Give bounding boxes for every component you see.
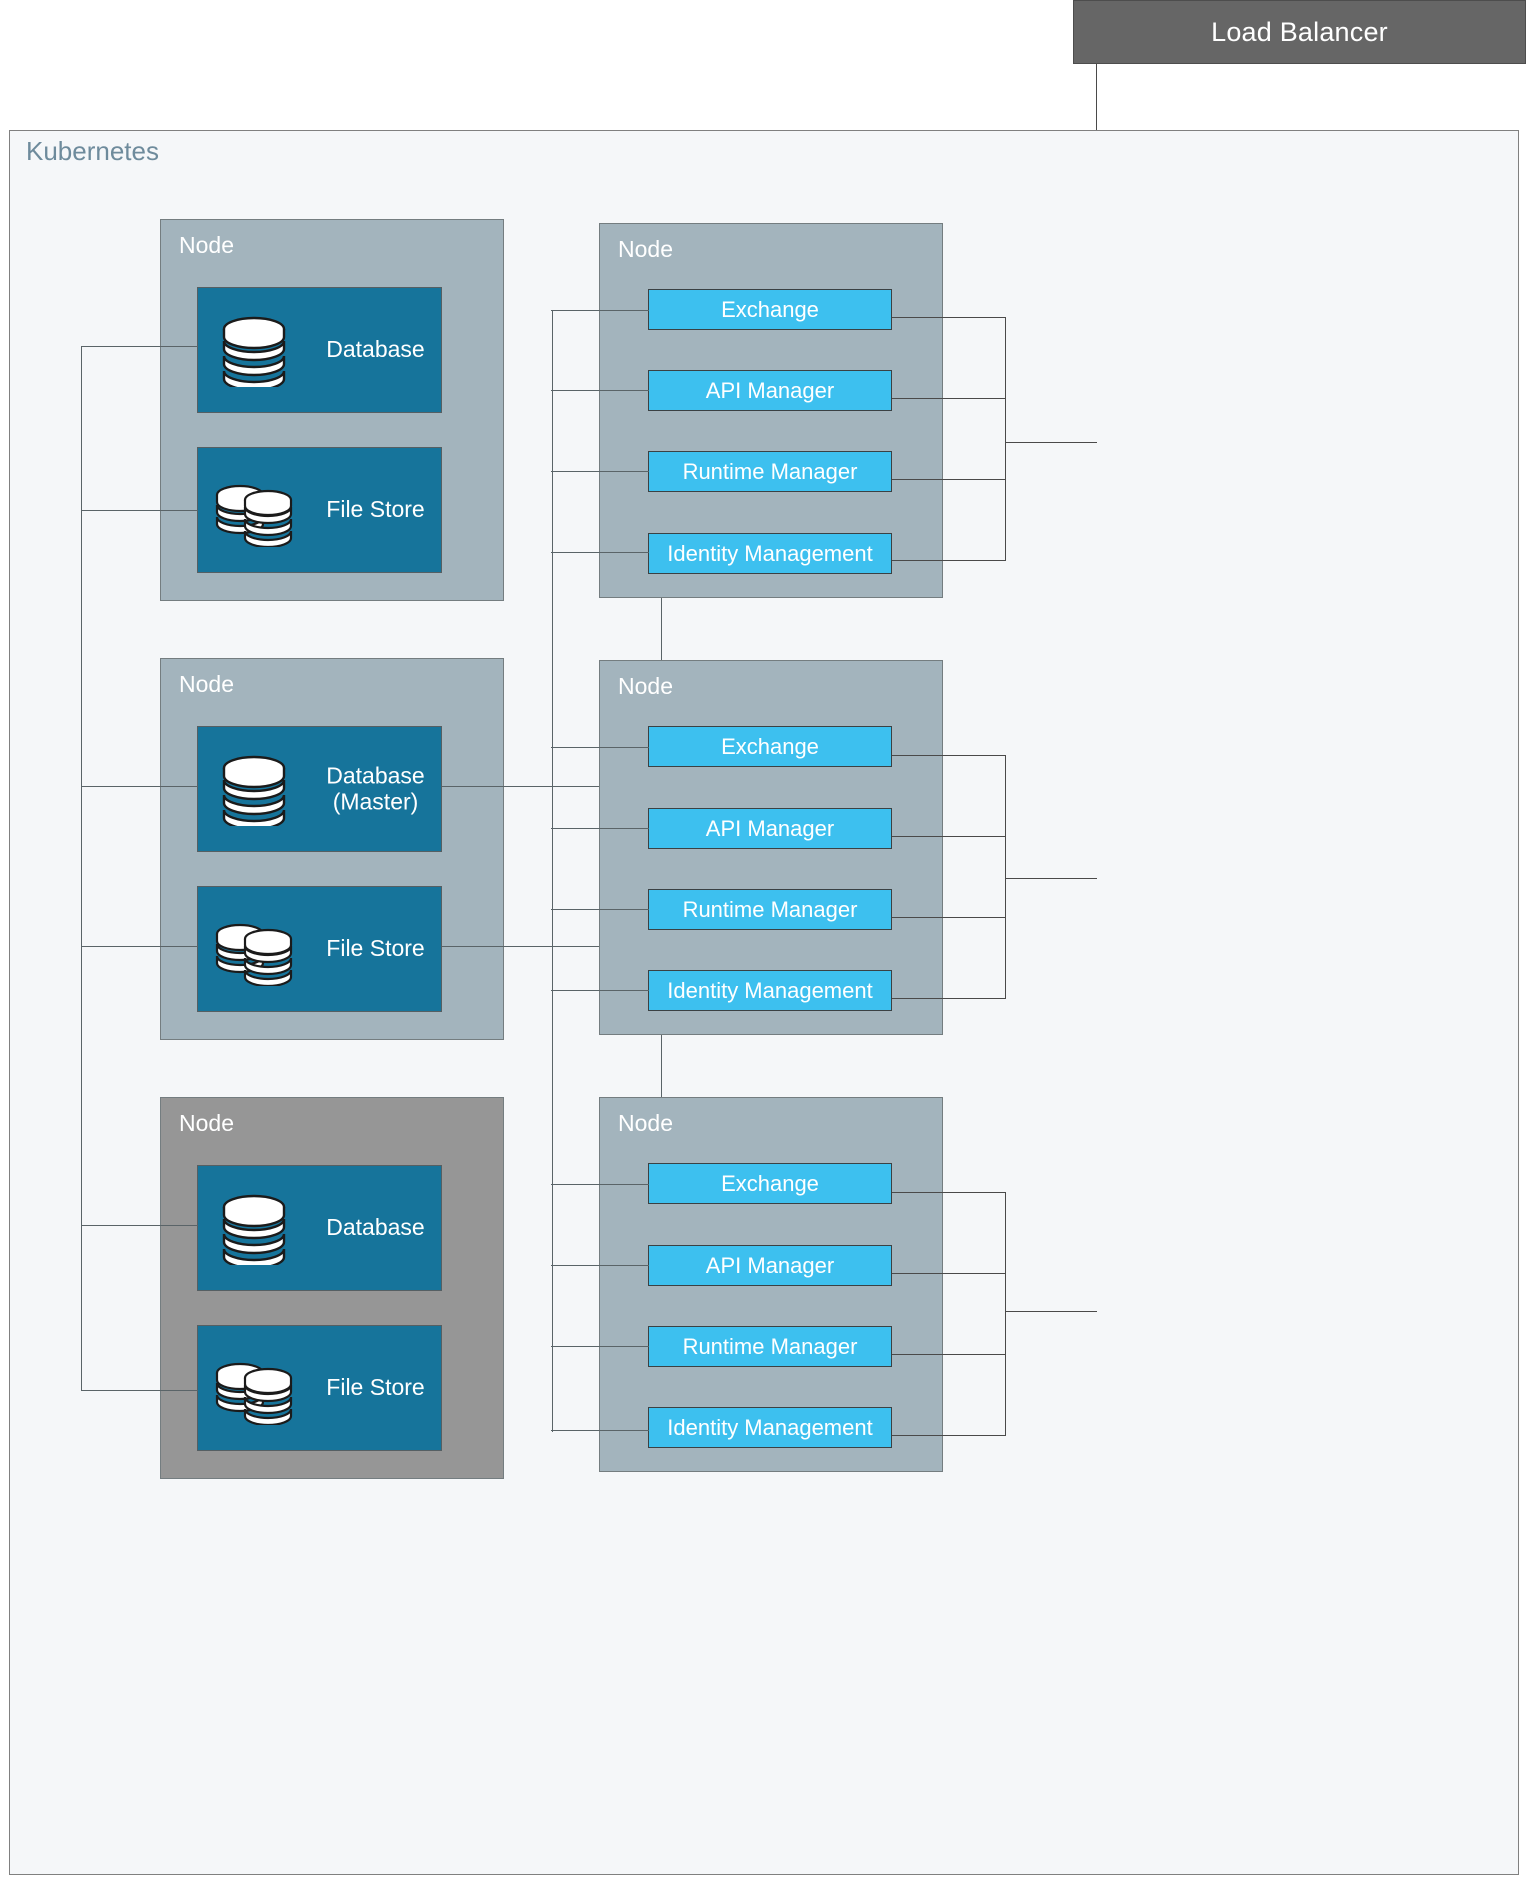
load-balancer-label: Load Balancer [1211,16,1388,47]
file-store-stack-icon [214,1348,294,1428]
service-label: API Manager [705,377,835,403]
data-node-3-label: Node [179,1110,234,1136]
service-label: Runtime Manager [682,1333,858,1359]
data-node-1-database-label: Database [326,336,425,363]
service-label: Runtime Manager [682,896,858,922]
connector-left-service-bus [552,310,553,1432]
connector-node3-db [81,1225,198,1226]
database-cylinder-icon [214,1188,294,1268]
data-node-2-database-box[interactable]: Database (Master) [197,726,442,852]
service-node-2-exchange[interactable]: Exchange [648,726,892,767]
service-node-2-identity-management[interactable]: Identity Management [648,970,892,1011]
connector-node2-fs-left [81,946,198,947]
connector-s1-to-lb [1005,442,1097,443]
connector-bus-to-s3-runtime [551,1346,649,1347]
data-node-2-label: Node [179,671,234,697]
service-label: Identity Management [667,977,873,1003]
connector-bus-to-s3-exchange [551,1184,649,1185]
service-label: Identity Management [667,540,873,566]
data-node-2-filestore-box[interactable]: File Store [197,886,442,1012]
connector-s1-identity-out [892,560,1006,561]
connector-node1-fs [81,510,198,511]
data-node-3-filestore-box[interactable]: File Store [197,1325,442,1451]
connector-bus-to-s2-runtime [551,909,649,910]
connector-s3-to-lb [1005,1311,1097,1312]
service-node-3-label: Node [618,1110,673,1136]
kubernetes-cluster-label: Kubernetes [26,136,159,166]
service-label: API Manager [705,1252,835,1278]
connector-node1-db [81,346,198,347]
connector-node2-db-left [81,786,198,787]
connector-s1-api-out [892,398,1006,399]
connector-bus-to-s3-identity [551,1430,649,1431]
data-node-1-filestore-label: File Store [326,496,425,523]
service-node-1-exchange[interactable]: Exchange [648,289,892,330]
service-node-1-identity-management[interactable]: Identity Management [648,533,892,574]
database-cylinder-icon [214,310,294,390]
service-label: Runtime Manager [682,458,858,484]
file-store-stack-icon [214,909,294,989]
service-node-1-label: Node [618,236,673,262]
connector-s2-to-lb [1005,878,1097,879]
connector-s3-identity-out [892,1435,1006,1436]
connector-s2-api-out [892,836,1006,837]
load-balancer-box[interactable]: Load Balancer [1073,0,1526,64]
connector-bus-to-s2-api [551,828,649,829]
data-node-1-database-box[interactable]: Database [197,287,442,413]
connector-s1-riser [1005,317,1006,560]
data-node-1-filestore-box[interactable]: File Store [197,447,442,573]
file-store-stack-icon [214,470,294,550]
connector-s2-identity-out [892,998,1006,999]
data-node-1-label: Node [179,232,234,258]
connector-s2-riser [1005,755,1006,998]
service-node-2-label: Node [618,673,673,699]
service-node-1-runtime-manager[interactable]: Runtime Manager [648,451,892,492]
service-node-3-api-manager[interactable]: API Manager [648,1245,892,1286]
service-label: Exchange [721,1170,819,1196]
data-node-3-database-label: Database [326,1214,425,1241]
service-label: Exchange [721,296,819,322]
data-node-3-filestore-label: File Store [326,1374,425,1401]
connector-s3-exchange-out [892,1192,1006,1193]
connector-s2-exchange-out [892,755,1006,756]
service-label: Exchange [721,733,819,759]
service-node-2-runtime-manager[interactable]: Runtime Manager [648,889,892,930]
connector-bus-to-s1-exchange [551,310,649,311]
data-node-3-database-box[interactable]: Database [197,1165,442,1291]
service-node-3-runtime-manager[interactable]: Runtime Manager [648,1326,892,1367]
data-node-2-database-label: Database (Master) [326,762,425,814]
connector-storage-bus [81,346,82,1391]
connector-bus-to-s1-runtime [551,471,649,472]
connector-bus-to-s1-api [551,390,649,391]
connector-s3-riser [1005,1192,1006,1435]
service-node-3-identity-management[interactable]: Identity Management [648,1407,892,1448]
service-node-2-api-manager[interactable]: API Manager [648,808,892,849]
connector-s1-runtime-out [892,479,1006,480]
connector-s2-runtime-out [892,917,1006,918]
connector-bus-to-s2-exchange [551,747,649,748]
connector-s3-runtime-out [892,1354,1006,1355]
service-node-3-exchange[interactable]: Exchange [648,1163,892,1204]
service-label: Identity Management [667,1414,873,1440]
data-node-2-filestore-label: File Store [326,935,425,962]
connector-node3-fs [81,1390,198,1391]
connector-s3-api-out [892,1273,1006,1274]
connector-bus-to-s1-identity [551,552,649,553]
service-node-1-api-manager[interactable]: API Manager [648,370,892,411]
service-label: API Manager [705,815,835,841]
connector-s1-exchange-out [892,317,1006,318]
connector-bus-to-s2-identity [551,990,649,991]
database-cylinder-icon [214,749,294,829]
connector-bus-to-s3-api [551,1265,649,1266]
